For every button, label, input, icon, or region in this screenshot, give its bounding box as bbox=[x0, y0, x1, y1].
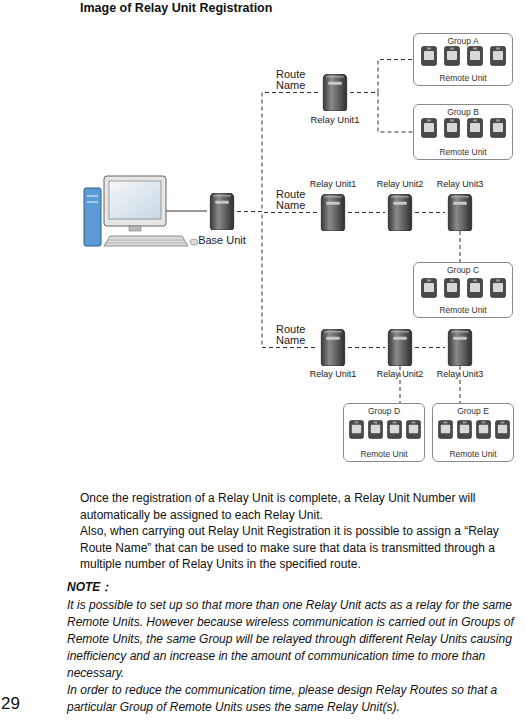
group-caption: Remote Unit bbox=[414, 147, 512, 157]
remote-group-box: Group B Remote Unit bbox=[413, 104, 513, 160]
group-caption: Remote Unit bbox=[414, 73, 512, 83]
relay-unit: Relay Unit1 bbox=[320, 74, 350, 111]
remote-unit-icon bbox=[476, 421, 490, 439]
group-heading: Group E bbox=[433, 406, 513, 416]
base-unit-icon bbox=[210, 193, 233, 230]
body-paragraph: Also, when carrying out Relay Unit Regis… bbox=[80, 523, 510, 573]
unit-label: Relay Unit2 bbox=[365, 370, 435, 380]
route-name-label: Route Name bbox=[276, 189, 310, 211]
relay-unit-icon bbox=[388, 329, 411, 366]
unit-label: Relay Unit1 bbox=[298, 370, 368, 380]
monitor-stand bbox=[129, 226, 141, 231]
relay-unit: Relay Unit3 bbox=[445, 329, 475, 366]
pc-cable bbox=[166, 210, 207, 211]
unit-label: Relay Unit3 bbox=[425, 180, 495, 190]
route-connector bbox=[460, 231, 461, 262]
route-connector bbox=[415, 212, 445, 213]
relay-unit: Relay Unit2 bbox=[385, 329, 415, 366]
unit-label: Base Unit bbox=[187, 234, 257, 246]
route-connector bbox=[350, 60, 413, 93]
relay-unit-icon bbox=[448, 329, 471, 366]
relay-unit-icon bbox=[321, 194, 344, 231]
group-caption: Remote Unit bbox=[414, 305, 512, 315]
remote-unit-icon bbox=[468, 47, 483, 66]
remote-unit-icon bbox=[445, 119, 460, 138]
route-connector bbox=[237, 212, 318, 348]
remote-unit-icon bbox=[491, 119, 506, 138]
remote-unit-icon bbox=[445, 279, 460, 298]
monitor-screen bbox=[109, 181, 161, 219]
relay-unit: Relay Unit1 bbox=[318, 194, 348, 231]
unit-label: Relay Unit3 bbox=[425, 370, 495, 380]
route-connector bbox=[350, 93, 413, 133]
remote-unit-icon bbox=[438, 421, 452, 439]
keyboard bbox=[104, 236, 188, 246]
mouse bbox=[190, 239, 198, 245]
remote-unit-icon bbox=[368, 421, 382, 439]
remote-unit-icon bbox=[422, 279, 437, 298]
keyboard-keys bbox=[106, 243, 186, 244]
remote-group-box: Group C Remote Unit bbox=[413, 262, 513, 318]
relay-unit: Relay Unit1 bbox=[318, 329, 348, 366]
group-heading: Group C bbox=[414, 265, 512, 275]
remote-group-box: Group D Remote Unit bbox=[343, 403, 425, 462]
note-paragraph: It is possible to set up so that more th… bbox=[67, 597, 517, 682]
remote-unit-icon bbox=[445, 47, 460, 66]
body-paragraph: Once the registration of a Relay Unit is… bbox=[80, 490, 510, 523]
relay-unit-icon bbox=[388, 194, 411, 231]
remote-unit-icon bbox=[468, 279, 483, 298]
remote-unit-icon bbox=[406, 421, 420, 439]
unit-label: Relay Unit1 bbox=[300, 115, 370, 125]
remote-unit-icon bbox=[495, 421, 509, 439]
page-title: Image of Relay Unit Registration bbox=[80, 1, 500, 15]
note-heading: NOTE： bbox=[67, 579, 167, 595]
route-connector bbox=[348, 212, 385, 213]
route-name-label: Route Name bbox=[276, 324, 310, 346]
note-paragraph: In order to reduce the communication tim… bbox=[67, 682, 517, 716]
route-connector bbox=[415, 347, 445, 348]
group-heading: Group B bbox=[414, 107, 512, 117]
remote-unit-icon bbox=[468, 119, 483, 138]
remote-unit-icon bbox=[422, 119, 437, 138]
remote-unit-icon bbox=[387, 421, 401, 439]
pc-tower-slot bbox=[87, 201, 98, 202]
unit-label: Relay Unit1 bbox=[298, 180, 368, 190]
relay-unit: Relay Unit2 bbox=[385, 194, 415, 231]
remote-unit-icon bbox=[491, 47, 506, 66]
pc-tower bbox=[84, 188, 101, 246]
remote-unit-icon bbox=[349, 421, 363, 439]
remote-unit-icon bbox=[491, 279, 506, 298]
relay-unit: Relay Unit3 bbox=[445, 194, 475, 231]
monitor bbox=[104, 176, 166, 226]
pc-tower-slot bbox=[87, 195, 98, 196]
route-connector bbox=[237, 93, 320, 212]
remote-unit-icon bbox=[457, 421, 471, 439]
route-name-label: Route Name bbox=[276, 69, 310, 91]
route-connector bbox=[237, 212, 318, 213]
group-heading: Group D bbox=[344, 406, 424, 416]
unit-label: Relay Unit2 bbox=[365, 180, 435, 190]
remote-unit-icon bbox=[422, 47, 437, 66]
relay-unit-icon bbox=[448, 194, 471, 231]
group-caption: Remote Unit bbox=[344, 449, 424, 459]
relay-unit-icon bbox=[323, 74, 346, 111]
group-caption: Remote Unit bbox=[433, 449, 513, 459]
page-number: 29 bbox=[1, 694, 41, 714]
route-connector bbox=[348, 347, 385, 348]
remote-group-box: Group E Remote Unit bbox=[432, 403, 514, 462]
group-heading: Group A bbox=[414, 36, 512, 46]
keyboard-keys bbox=[108, 240, 184, 241]
base-unit: Base Unit bbox=[207, 193, 237, 230]
relay-unit-icon bbox=[321, 329, 344, 366]
remote-group-box: Group A Remote Unit bbox=[413, 33, 513, 86]
